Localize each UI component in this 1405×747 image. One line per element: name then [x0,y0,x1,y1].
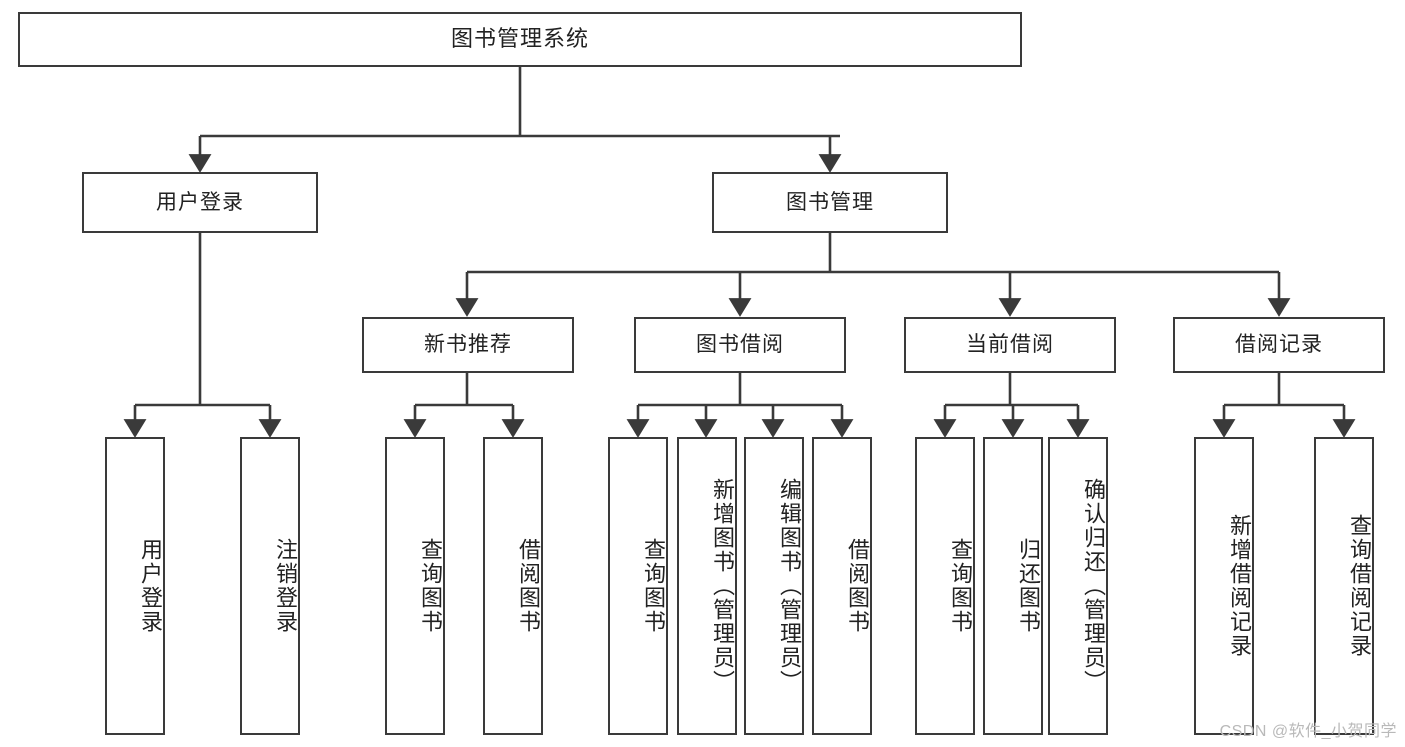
node-label: 用户登录 [138,538,163,634]
node-label: 用户登录 [156,190,244,214]
node-label: 查询图书 [641,538,666,634]
node-label: 确认归还（管理员） [1081,478,1106,694]
node-book-borrow[interactable]: 图书借阅 [634,317,846,373]
leaf-add-book[interactable]: 新增图书（管理员） [677,437,737,735]
leaf-query-book-1[interactable]: 查询图书 [385,437,445,735]
node-label: 新书推荐 [424,333,512,357]
node-label: 新增借阅记录 [1227,514,1252,658]
csdn-watermark: CSDN @软件_小贺同学 [1219,723,1397,740]
node-label: 借阅图书 [845,538,870,634]
node-label: 注销登录 [273,538,298,634]
node-label: 查询图书 [948,538,973,634]
leaf-return-book[interactable]: 归还图书 [983,437,1043,735]
node-book-management-system[interactable]: 图书管理系统 [18,12,1022,67]
leaf-add-record[interactable]: 新增借阅记录 [1194,437,1254,735]
node-label: 新增图书（管理员） [710,478,735,694]
node-label: 图书借阅 [696,333,784,357]
node-user-login[interactable]: 用户登录 [82,172,318,233]
node-book-management[interactable]: 图书管理 [712,172,948,233]
node-label: 查询借阅记录 [1347,514,1372,658]
leaf-query-book-2[interactable]: 查询图书 [608,437,668,735]
node-label: 借阅图书 [516,538,541,634]
node-label: 图书管理 [786,190,874,214]
leaf-query-record[interactable]: 查询借阅记录 [1314,437,1374,735]
leaf-query-book-3[interactable]: 查询图书 [915,437,975,735]
node-label: 图书管理系统 [450,26,589,52]
leaf-confirm-return[interactable]: 确认归还（管理员） [1048,437,1108,735]
leaf-borrow-book-2[interactable]: 借阅图书 [812,437,872,735]
leaf-logout-login[interactable]: 注销登录 [240,437,300,735]
leaf-user-login[interactable]: 用户登录 [105,437,165,735]
node-current-borrow[interactable]: 当前借阅 [904,317,1116,373]
node-label: 借阅记录 [1235,333,1323,357]
node-borrow-record[interactable]: 借阅记录 [1173,317,1385,373]
node-label: 当前借阅 [966,333,1054,357]
node-label: 编辑图书（管理员） [777,478,802,694]
leaf-borrow-book-1[interactable]: 借阅图书 [483,437,543,735]
node-new-book-recommend[interactable]: 新书推荐 [362,317,574,373]
leaf-edit-book[interactable]: 编辑图书（管理员） [744,437,804,735]
node-label: 查询图书 [418,538,443,634]
node-label: 归还图书 [1016,538,1041,634]
